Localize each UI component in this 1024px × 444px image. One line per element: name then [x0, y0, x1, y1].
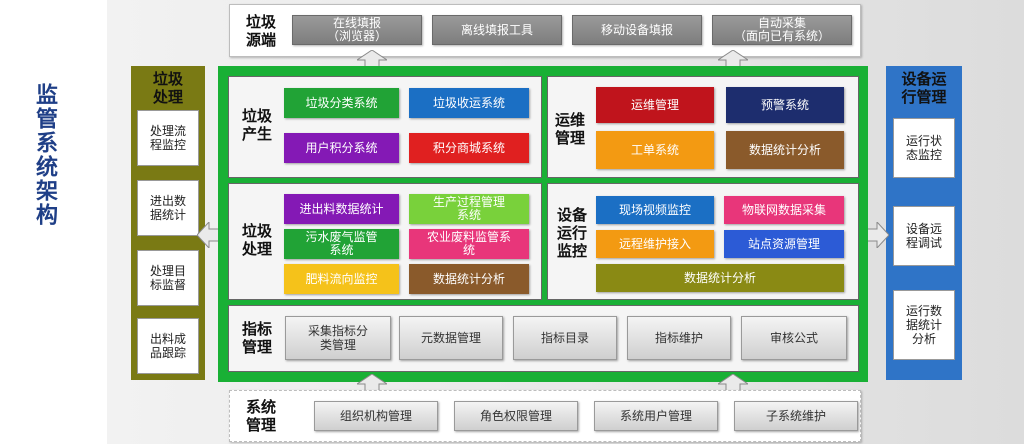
- user-points-button[interactable]: 用户积分系统: [284, 133, 399, 163]
- source-auto-button[interactable]: 自动采集 （面向已有系统）: [712, 15, 852, 45]
- arrow-up-icon: [357, 374, 387, 394]
- iot-collect-button[interactable]: 物联网数据采集: [724, 196, 844, 224]
- production-process-button[interactable]: 生产过程管理 系统: [409, 194, 529, 224]
- section-indicators-label: 指标 管理: [241, 320, 272, 356]
- arrow-right-icon: [863, 222, 889, 248]
- role-permission-button[interactable]: 角色权限管理: [454, 401, 578, 431]
- arrow-up-icon: [718, 50, 748, 70]
- left-item-process-monitor[interactable]: 处理流 程监控: [137, 110, 199, 166]
- section-generation-label: 垃圾 产生: [241, 107, 272, 143]
- video-monitor-button[interactable]: 现场视频监控: [596, 196, 714, 224]
- left-item-output-tracking[interactable]: 出料成 品跟踪: [137, 318, 199, 374]
- indicator-maintenance-button[interactable]: 指标维护: [627, 316, 731, 360]
- page-title: 监管系统架构: [32, 83, 57, 227]
- waste-sorting-button[interactable]: 垃圾分类系统: [284, 88, 399, 118]
- points-mall-button[interactable]: 积分商城系统: [409, 133, 529, 163]
- section-processing-label: 垃圾 处理: [241, 222, 272, 258]
- section-processing: 垃圾 处理 进出料数据统计 生产过程管理 系统 污水废气监管 系统 农业废料监管…: [228, 183, 542, 300]
- section-operations: 运维 管理 运维管理 预警系统 工单系统 数据统计分析: [547, 76, 859, 178]
- fertilizer-flow-button[interactable]: 肥料流向监控: [284, 264, 399, 294]
- section-generation: 垃圾 产生 垃圾分类系统 垃圾收运系统 用户积分系统 积分商城系统: [228, 76, 542, 178]
- system-user-button[interactable]: 系统用户管理: [594, 401, 718, 431]
- left-side-panel: 垃圾 处理 处理流 程监控 进出数 据统计 处理目 标监督 出料成 品跟踪: [131, 66, 205, 380]
- arrow-up-icon: [357, 50, 387, 70]
- source-online-button[interactable]: 在线填报 （浏览器）: [292, 15, 422, 45]
- right-item-status-monitor[interactable]: 运行状 态监控: [893, 118, 955, 178]
- metadata-button[interactable]: 元数据管理: [399, 316, 503, 360]
- proc-stats-button[interactable]: 数据统计分析: [409, 264, 529, 294]
- io-material-stats-button[interactable]: 进出料数据统计: [284, 194, 399, 224]
- org-management-button[interactable]: 组织机构管理: [314, 401, 438, 431]
- ops-management-button[interactable]: 运维管理: [596, 87, 714, 123]
- audit-formula-button[interactable]: 审核公式: [741, 316, 847, 360]
- right-item-data-stats[interactable]: 运行数 据统计 分析: [893, 290, 955, 360]
- agri-waste-button[interactable]: 农业废料监管系 统: [409, 229, 529, 259]
- indicator-catalog-button[interactable]: 指标目录: [513, 316, 617, 360]
- system-panel: 系统 管理 组织机构管理 角色权限管理 系统用户管理 子系统维护: [229, 390, 861, 442]
- ops-stats-button[interactable]: 数据统计分析: [726, 131, 844, 169]
- wastewater-gas-button[interactable]: 污水废气监管 系统: [284, 229, 399, 259]
- alert-system-button[interactable]: 预警系统: [726, 87, 844, 123]
- device-stats-button[interactable]: 数据统计分析: [596, 264, 844, 292]
- site-resource-button[interactable]: 站点资源管理: [724, 230, 844, 258]
- section-device-label: 设备 运行 监控: [556, 206, 587, 260]
- system-label: 系统 管理: [245, 398, 276, 434]
- source-mobile-button[interactable]: 移动设备填报: [572, 15, 702, 45]
- section-indicators: 指标 管理 采集指标分 类管理 元数据管理 指标目录 指标维护 审核公式: [228, 305, 859, 372]
- section-device-monitor: 设备 运行 监控 现场视频监控 物联网数据采集 远程维护接入 站点资源管理 数据…: [547, 183, 859, 300]
- source-panel: 垃圾 源端 在线填报 （浏览器） 离线填报工具 移动设备填报 自动采集 （面向已…: [229, 4, 861, 57]
- arrow-up-icon: [718, 374, 748, 394]
- left-item-target-supervision[interactable]: 处理目 标监督: [137, 250, 199, 306]
- source-label: 垃圾 源端: [245, 13, 276, 49]
- left-side-title: 垃圾 处理: [152, 70, 183, 106]
- right-item-remote-debug[interactable]: 设备远 程调试: [893, 206, 955, 266]
- waste-collection-button[interactable]: 垃圾收运系统: [409, 88, 529, 118]
- left-item-io-stats[interactable]: 进出数 据统计: [137, 180, 199, 236]
- remote-maintenance-button[interactable]: 远程维护接入: [596, 230, 714, 258]
- work-order-button[interactable]: 工单系统: [596, 131, 714, 169]
- right-side-title: 设备运 行管理: [901, 70, 947, 106]
- source-offline-button[interactable]: 离线填报工具: [432, 15, 562, 45]
- section-operations-label: 运维 管理: [554, 111, 585, 147]
- arrow-left-icon: [197, 222, 223, 248]
- right-side-panel: 设备运 行管理 运行状 态监控 设备远 程调试 运行数 据统计 分析: [886, 66, 962, 380]
- subsystem-maintenance-button[interactable]: 子系统维护: [734, 401, 858, 431]
- indicator-category-button[interactable]: 采集指标分 类管理: [285, 316, 391, 360]
